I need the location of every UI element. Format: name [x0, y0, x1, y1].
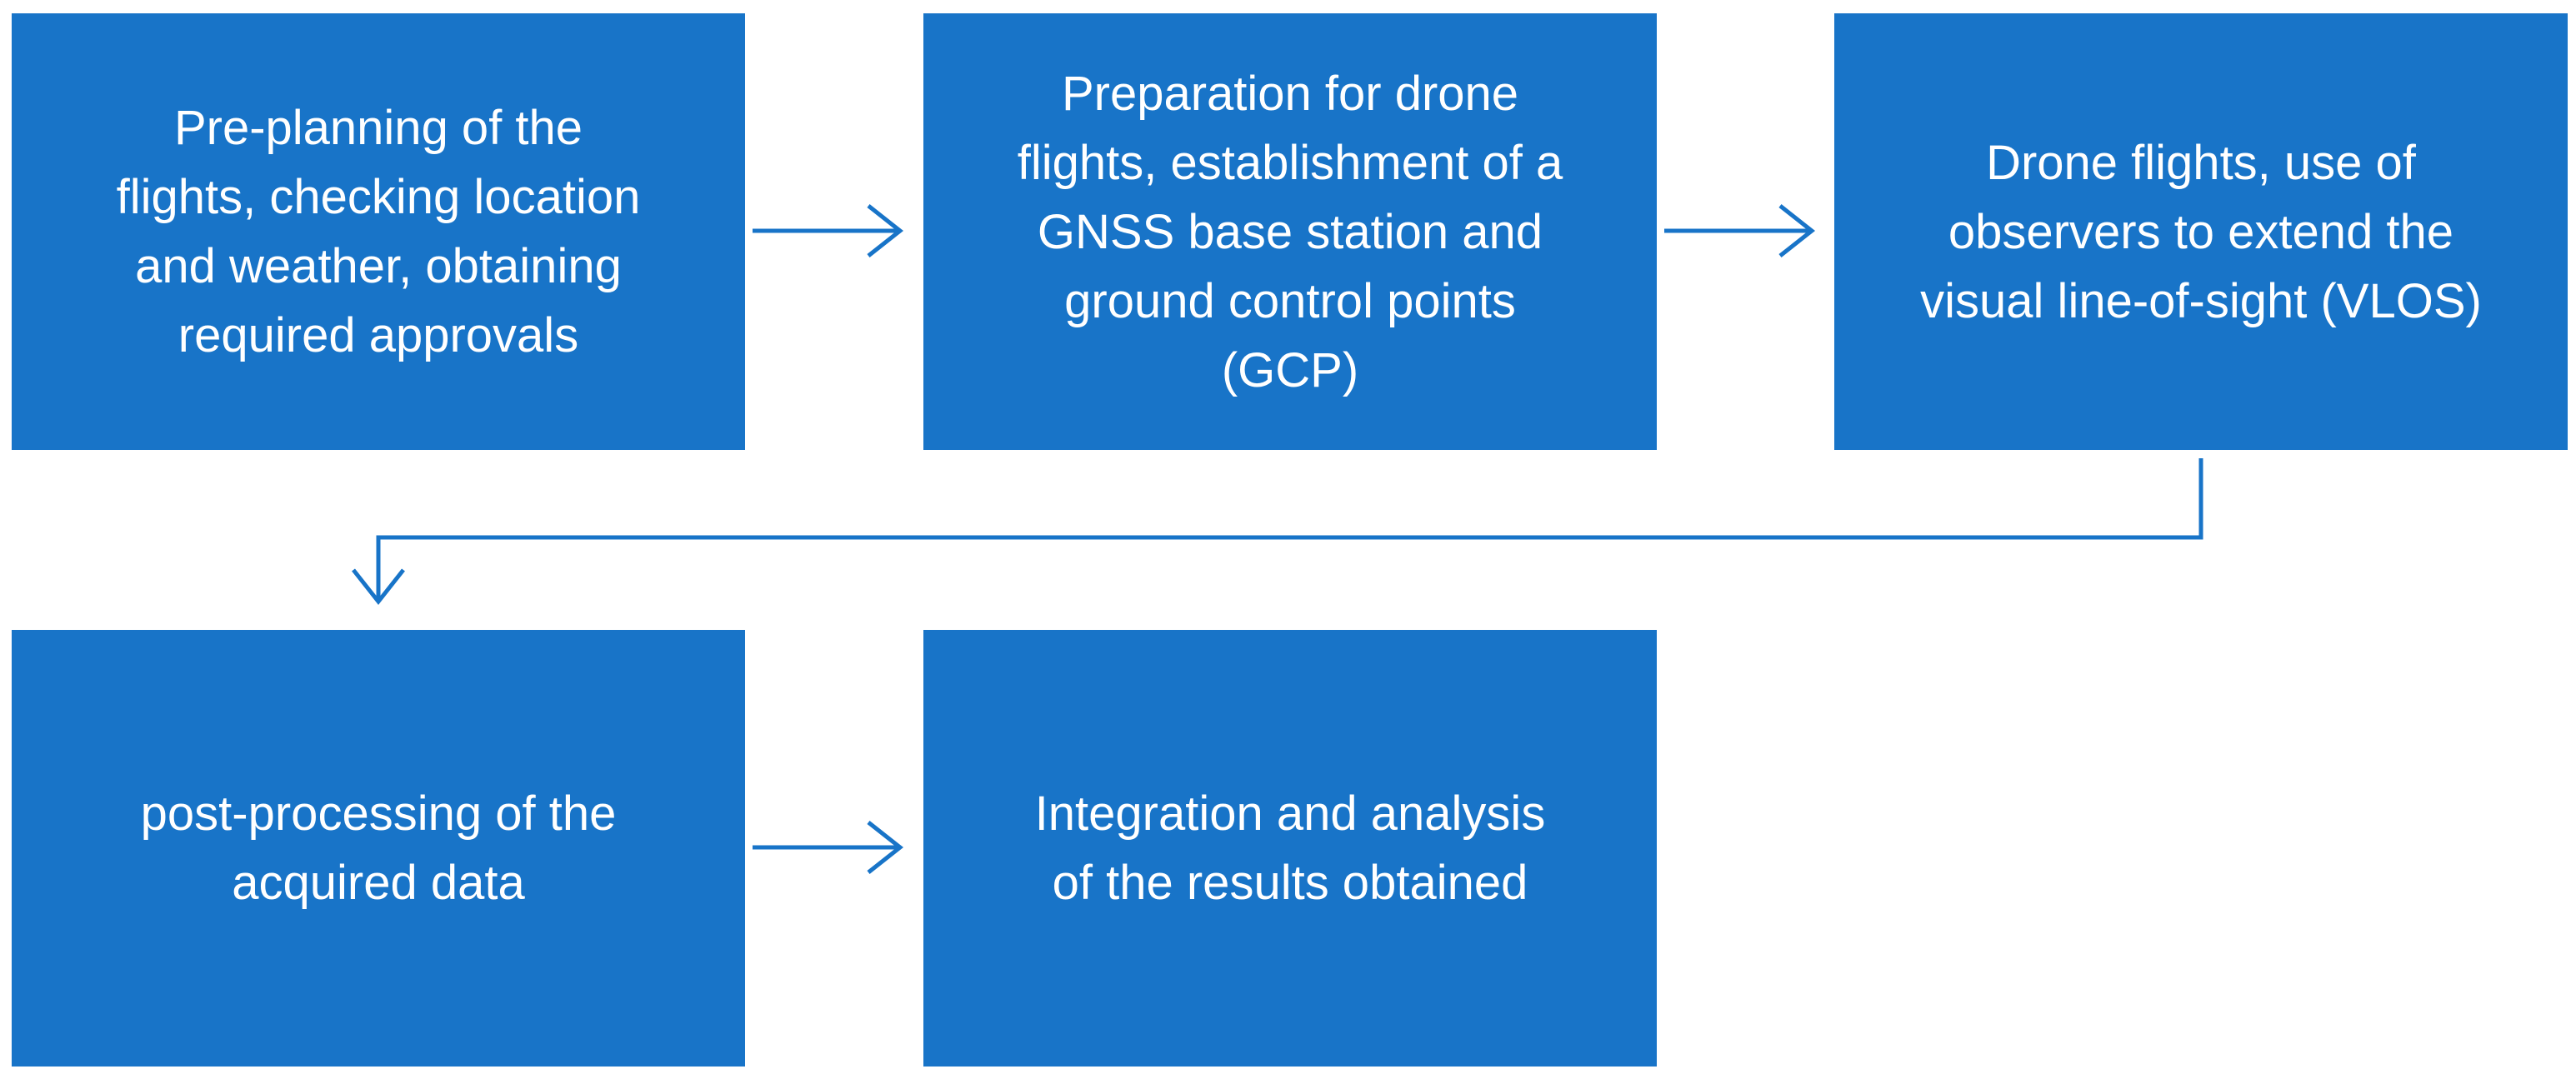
- arrow-step1-to-step2: [753, 204, 904, 257]
- step-3-text: Drone flights, use of observers to exten…: [1920, 135, 2482, 328]
- step-3-box: Drone flights, use of observers to exten…: [1834, 13, 2568, 450]
- step-4-text: post-processing of the acquired data: [140, 787, 617, 910]
- step-1-box: Pre-planning of the flights, checking lo…: [12, 13, 745, 450]
- step-5-text: Integration and analysis of the results …: [1034, 787, 1546, 910]
- arrow-step2-to-step3: [1664, 204, 1816, 257]
- arrowhead-icon: [1778, 204, 1816, 257]
- arrow-step4-to-step5: [753, 821, 904, 874]
- arrow-step3-to-step4: [352, 458, 2203, 606]
- step-1-text: Pre-planning of the flights, checking lo…: [116, 101, 641, 362]
- arrowhead-icon: [867, 821, 904, 874]
- step-4-box: post-processing of the acquired data: [12, 630, 745, 1067]
- arrowhead-icon: [352, 568, 405, 606]
- step-2-text: Preparation for drone flights, establish…: [1017, 66, 1563, 397]
- step-5-box: Integration and analysis of the results …: [923, 630, 1657, 1067]
- arrowhead-icon: [867, 204, 904, 257]
- arrow-elbow-path: [376, 458, 2203, 602]
- step-2-box: Preparation for drone flights, establish…: [923, 13, 1657, 450]
